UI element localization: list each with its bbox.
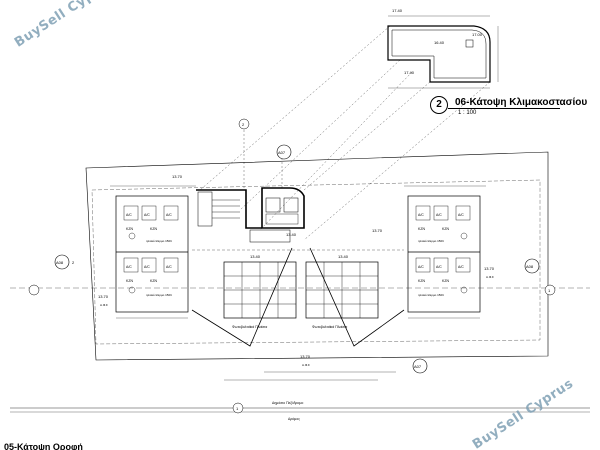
left-heater-2: ηλιακό Θερμο 150lt [146, 293, 172, 297]
left-block [115, 195, 189, 313]
level-tag-right: Α.Φ.Σ [486, 275, 494, 279]
left-kzn-1: KZN [126, 227, 133, 231]
level-right-block: 13.70 [372, 228, 383, 233]
street-sidewalk: Δρόμος [288, 417, 300, 421]
pv-label-right: Φωτοβολταϊκά Πλαίσια [312, 325, 347, 329]
level-central-left: 13.40 [250, 254, 261, 259]
section-marker-right: A08 1 [524, 258, 556, 296]
level-left-side: 13.70 [98, 294, 109, 299]
bottom-drawing-title: 05-Κάτοψη Οροφή [4, 442, 83, 450]
section-marker-left-code: A08 [56, 260, 64, 265]
section-marker-right-code: A08 [526, 264, 534, 269]
right-ac-5: A/C [436, 265, 442, 269]
level-stair-3: 17.40 [404, 70, 415, 75]
left-kzn-3: KZN [126, 279, 133, 283]
level-central-right: 13.40 [338, 254, 349, 259]
level-core: 13.40 [286, 232, 297, 237]
level-stair-1: 17.40 [392, 8, 403, 13]
left-ac-3: A/C [166, 213, 172, 217]
section-marker-bottom: A07 1 [232, 358, 428, 414]
drawing-scale: 1 : 100 [458, 110, 477, 116]
left-ac-5: A/C [144, 265, 150, 269]
level-tag-left: Α.Φ.Σ [100, 303, 108, 307]
roof-slopes [191, 247, 405, 347]
section-marker-top: A07 2 [238, 118, 292, 160]
right-kzn-1: KZN [418, 227, 425, 231]
staircase-plan [387, 15, 499, 89]
level-tag-bottom: Α.Φ.Σ [302, 363, 310, 367]
street-road: Δημόσιο Πεζόδρομο [272, 401, 303, 405]
level-right-side: 13.70 [484, 266, 495, 271]
section-marker-top-code: A07 [278, 150, 286, 155]
section-marker-top-number: 2 [242, 122, 245, 127]
pv-panels-left [223, 261, 297, 319]
left-ac-1: A/C [126, 213, 132, 217]
level-left-block: 13.70 [172, 174, 183, 179]
central-core [196, 187, 305, 243]
right-ac-4: A/C [418, 265, 424, 269]
drawing-number: 2 [430, 96, 448, 114]
right-kzn-3: KZN [418, 279, 425, 283]
right-ac-3: A/C [458, 213, 464, 217]
right-kzn-2: KZN [442, 227, 449, 231]
right-heater-2: ηλιακό Θερμο 150lt [418, 293, 444, 297]
dimension-lines [110, 185, 486, 381]
left-heater-1: ηλιακό Θερμο 150lt [146, 239, 172, 243]
right-block [407, 195, 481, 313]
left-kzn-2: KZN [150, 227, 157, 231]
level-stair-4: 17.00 [472, 32, 483, 37]
left-ac-2: A/C [144, 213, 150, 217]
section-marker-bottom-code: A07 [414, 364, 422, 369]
section-marker-bottom-number: 1 [236, 406, 239, 411]
right-kzn-4: KZN [442, 279, 449, 283]
section-marker-right-number: 1 [548, 288, 551, 293]
drawing-title: 06-Κάτοψη Κλιμακοστασίου [455, 97, 588, 108]
right-ac-1: A/C [418, 213, 424, 217]
section-marker-left: A08 2 [28, 254, 75, 296]
right-ac-2: A/C [436, 213, 442, 217]
title-underline [448, 108, 560, 109]
level-bottom: 13.70 [300, 354, 311, 359]
left-ac-4: A/C [126, 265, 132, 269]
leader-lines [199, 25, 491, 241]
pv-panels-right [305, 261, 379, 319]
level-stair-2: 16.40 [434, 40, 445, 45]
site-outline [10, 151, 590, 413]
section-marker-left-number: 2 [72, 260, 75, 265]
right-ac-6: A/C [458, 265, 464, 269]
right-heater-1: ηλιακό Θερμο 150lt [418, 239, 444, 243]
pv-label-left: Φωτοβολταϊκά Πλαίσια [232, 325, 267, 329]
left-ac-6: A/C [166, 265, 172, 269]
left-kzn-4: KZN [150, 279, 157, 283]
